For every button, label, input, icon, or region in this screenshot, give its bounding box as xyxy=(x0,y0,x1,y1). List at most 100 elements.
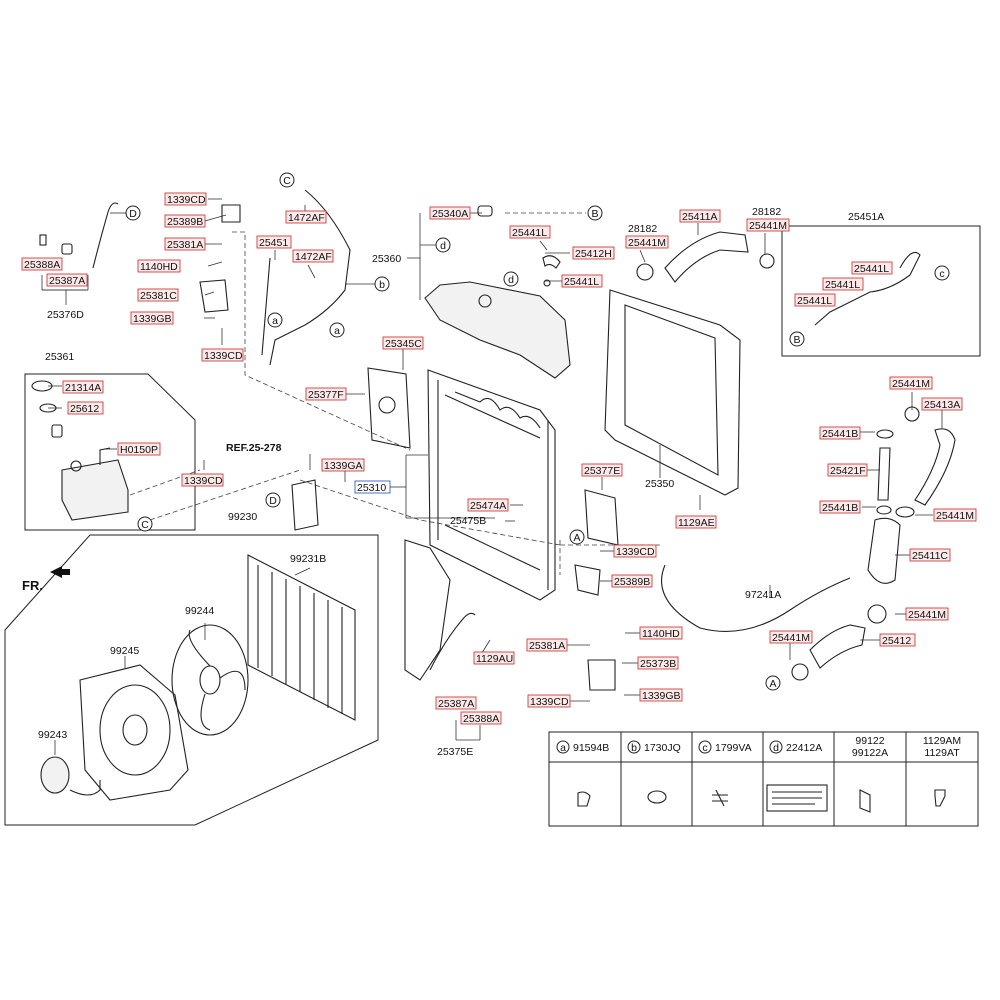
svg-text:a: a xyxy=(334,325,340,337)
label-25413A: 25413A xyxy=(921,397,963,411)
svg-text:1140HD: 1140HD xyxy=(140,261,178,273)
svg-text:21314A: 21314A xyxy=(65,382,101,394)
svg-text:28182: 28182 xyxy=(628,223,657,235)
svg-text:25388A: 25388A xyxy=(463,713,499,725)
label-1129AU: 1129AU xyxy=(473,651,515,665)
svg-text:28182: 28182 xyxy=(752,206,781,218)
svg-text:25441L: 25441L xyxy=(825,279,860,291)
label-25441B-b: 25441B xyxy=(819,500,861,514)
callout-C-top: C xyxy=(279,172,295,188)
svg-text:1129AE: 1129AE xyxy=(678,517,715,529)
label-21314A: 21314A xyxy=(62,380,104,394)
svg-text:25451A: 25451A xyxy=(848,211,884,223)
callout-c-right: c xyxy=(934,265,950,281)
label-25441M-d: 25441M xyxy=(933,508,977,522)
fan-shroud xyxy=(604,289,741,496)
condenser xyxy=(247,554,356,721)
svg-text:25381A: 25381A xyxy=(529,640,565,652)
callout-D-top: D xyxy=(125,205,141,221)
svg-text:25441M: 25441M xyxy=(892,378,930,390)
label-25350: 25350 xyxy=(645,478,674,490)
callout-d-1: d xyxy=(435,237,451,253)
label-25441B-a: 25441B xyxy=(819,426,861,440)
label-28182-b: 28182 xyxy=(752,206,781,218)
svg-text:1339CD: 1339CD xyxy=(616,546,655,558)
label-1472AF-top: 1472AF xyxy=(285,210,327,224)
svg-text:1339CD: 1339CD xyxy=(167,194,206,206)
svg-text:D: D xyxy=(269,495,277,507)
label-25387A-bottom: 25387A xyxy=(435,696,477,710)
svg-text:25389B: 25389B xyxy=(167,216,203,228)
svg-text:99243: 99243 xyxy=(38,729,67,741)
svg-text:B: B xyxy=(591,208,598,220)
label-25389B-top: 25389B xyxy=(164,214,206,228)
svg-text:a: a xyxy=(272,315,278,327)
svg-text:C: C xyxy=(283,175,291,187)
label-1472AF-mid: 1472AF xyxy=(292,249,334,263)
label-25421F: 25421F xyxy=(827,463,868,477)
label-25377F: 25377F xyxy=(305,387,347,401)
svg-text:25361: 25361 xyxy=(45,351,74,363)
table-header-c: c 1799VA xyxy=(698,740,752,754)
label-25381A-bottom: 25381A xyxy=(526,638,568,652)
label-25381C: 25381C xyxy=(137,288,179,302)
svg-text:25441B: 25441B xyxy=(822,502,858,514)
label-25441M-c: 25441M xyxy=(889,376,933,390)
svg-text:25389B: 25389B xyxy=(614,576,650,588)
surge-tank xyxy=(424,205,571,379)
label-1339CD-top: 1339CD xyxy=(164,192,207,206)
fan-blade xyxy=(171,624,249,736)
svg-text:B: B xyxy=(793,334,800,346)
svg-text:1472AF: 1472AF xyxy=(295,251,332,263)
label-25389B-right: 25389B xyxy=(611,574,653,588)
front-arrow-icon xyxy=(50,566,70,578)
svg-text:25441M: 25441M xyxy=(749,220,787,232)
callout-a-2: a xyxy=(329,322,345,338)
svg-text:97241A: 97241A xyxy=(745,589,781,601)
svg-text:25441L: 25441L xyxy=(797,295,832,307)
svg-text:FR.: FR. xyxy=(22,578,43,593)
label-1339CD-left: 1339CD xyxy=(181,473,224,487)
svg-text:d: d xyxy=(440,240,446,252)
svg-text:99244: 99244 xyxy=(185,605,214,617)
svg-text:A: A xyxy=(573,532,580,544)
callout-A-right: A xyxy=(765,675,781,691)
svg-text:25441M: 25441M xyxy=(936,510,974,522)
callout-b-top: b xyxy=(374,276,390,292)
svg-text:22412A: 22412A xyxy=(786,742,822,754)
svg-text:25377F: 25377F xyxy=(308,389,344,401)
label-1339CD-bottom: 1339CD xyxy=(527,694,571,708)
callout-b-right: B xyxy=(789,331,805,347)
svg-text:1730JQ: 1730JQ xyxy=(644,742,681,754)
label-1339CD-right: 1339CD xyxy=(613,544,657,558)
callout-B-top: B xyxy=(587,205,603,221)
svg-text:99231B: 99231B xyxy=(290,553,326,565)
label-99231B: 99231B xyxy=(290,553,326,565)
svg-text:25381A: 25381A xyxy=(167,239,203,251)
svg-text:25441L: 25441L xyxy=(854,263,889,275)
label-25451A: 25451A xyxy=(848,211,884,223)
svg-text:1339GB: 1339GB xyxy=(642,690,681,702)
label-25361: 25361 xyxy=(45,351,74,363)
svg-text:25387A: 25387A xyxy=(49,275,85,287)
label-1339GA: 1339GA xyxy=(321,458,365,472)
svg-text:d: d xyxy=(773,742,779,754)
label-ref-25-278: REF.25-278 xyxy=(226,442,282,454)
fan-shroud-electric xyxy=(79,664,189,801)
parts xyxy=(31,189,956,813)
svg-text:91594B: 91594B xyxy=(573,742,609,754)
label-25441M-f: 25441M xyxy=(769,630,813,644)
label-25474A: 25474A xyxy=(467,498,509,512)
svg-text:d: d xyxy=(508,274,514,286)
label-25345C: 25345C xyxy=(382,336,424,350)
table-header-a: a 91594B xyxy=(556,740,609,754)
label-25411A: 25411A xyxy=(679,209,721,223)
svg-text:1339GB: 1339GB xyxy=(133,313,172,325)
svg-text:25310: 25310 xyxy=(357,482,386,494)
svg-text:25474A: 25474A xyxy=(470,500,506,512)
svg-text:99122A: 99122A xyxy=(852,747,888,759)
svg-text:D: D xyxy=(129,208,137,220)
label-25388A-bottom: 25388A xyxy=(460,711,502,725)
svg-text:a: a xyxy=(560,742,566,754)
label-25375E: 25375E xyxy=(437,746,473,758)
